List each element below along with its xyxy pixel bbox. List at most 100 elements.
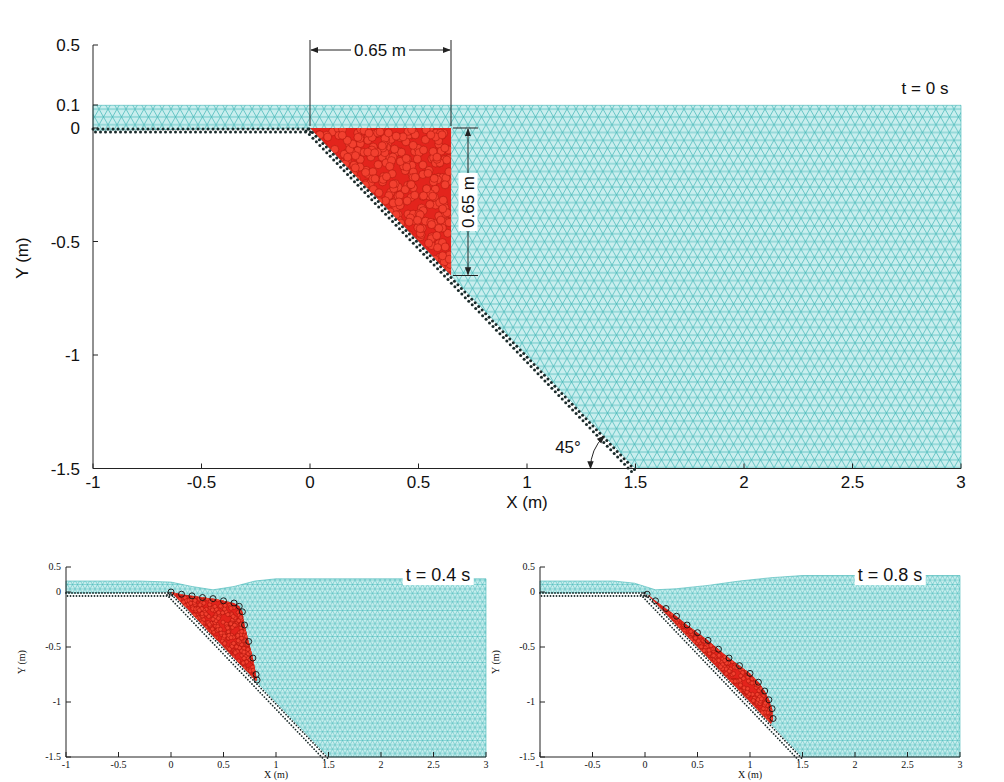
- tick-label-box: 1: [274, 760, 279, 770]
- tick-label-box: 2: [739, 474, 748, 491]
- axes: [66, 567, 486, 757]
- tick-label: 3: [958, 760, 963, 770]
- tick-label-box: 0.5: [56, 37, 80, 54]
- axis-title: X (m): [738, 770, 762, 780]
- tick-label: -1.5: [519, 752, 535, 762]
- dimension-label-box: 0.65 m: [459, 173, 478, 231]
- panel-title-box: t = 0.4 s: [403, 565, 474, 585]
- tick-label-box: -0.5: [519, 642, 535, 652]
- tick-label-box: 0.5: [407, 474, 431, 491]
- axis-title-box: Y (m): [17, 650, 27, 674]
- sliding-mass: [645, 592, 775, 726]
- tick-label-box: 2.5: [841, 474, 865, 491]
- tick-label: 0: [56, 587, 61, 597]
- water-mesh: [93, 105, 961, 468]
- tick-label: -0.5: [45, 642, 61, 652]
- tick-label-box: 0.5: [217, 760, 230, 770]
- tick-label: 0.5: [407, 474, 431, 491]
- tick-label-box: -0.5: [111, 760, 127, 770]
- tick-label-box: 0: [530, 587, 535, 597]
- tick-label: 3: [956, 474, 965, 491]
- tick-label-box: 0: [56, 587, 61, 597]
- tick-label: 1: [274, 760, 279, 770]
- water-mesh: [66, 579, 486, 757]
- tick-label: 0: [305, 474, 314, 491]
- axis-title: X (m): [264, 770, 288, 780]
- tick-label-box: 3: [958, 760, 963, 770]
- panel-title: t = 0 s: [899, 79, 952, 98]
- tick-label: -1: [527, 697, 535, 707]
- tick-label-box: 2: [853, 760, 858, 770]
- boundary-particles: [539, 592, 802, 761]
- boundary-particles: [65, 592, 328, 761]
- tick-label: 0.5: [217, 760, 230, 770]
- axis-title-box: Y (m): [491, 650, 501, 674]
- tick-label-box: -1: [65, 347, 80, 364]
- tick-label-box: -1: [62, 760, 70, 770]
- tick-label: -0.5: [585, 760, 601, 770]
- tick-label: 2.5: [427, 760, 440, 770]
- tick-label-box: 0: [169, 760, 174, 770]
- tick-label-box: 1: [748, 760, 753, 770]
- tick-label-box: 0.5: [49, 562, 62, 572]
- tick-label-box: -1: [536, 760, 544, 770]
- tick-label-box: 0: [71, 120, 80, 137]
- plot-panel: [92, 45, 962, 473]
- tick-label: 0: [169, 760, 174, 770]
- axis-title: Y (m): [17, 650, 27, 674]
- tick-label-box: 1.5: [796, 760, 809, 770]
- tick-label-box: -0.5: [45, 642, 61, 652]
- panel-title-box: t = 0 s: [899, 79, 952, 98]
- tick-label-box: -1: [53, 697, 61, 707]
- tick-label: 2: [379, 760, 384, 770]
- dimension-label-box: 0.65 m: [351, 41, 409, 60]
- tick-label-box: 3: [484, 760, 489, 770]
- plot-panel: [539, 567, 960, 761]
- tick-label-box: 0.5: [691, 760, 704, 770]
- tick-label: -0.5: [187, 474, 216, 491]
- sliding-mass: [169, 590, 259, 683]
- axis-title-box: X (m): [738, 770, 762, 780]
- sliding-mass: [306, 124, 454, 279]
- tick-label: -1: [85, 474, 100, 491]
- tick-label: 0.1: [56, 97, 80, 114]
- tick-label: 0: [71, 120, 80, 137]
- dimension-lines: [310, 40, 604, 469]
- tick-label: 1.5: [322, 760, 335, 770]
- axis-title-box: X (m): [264, 770, 288, 780]
- tick-label: 0.5: [691, 760, 704, 770]
- tick-label: 0.5: [49, 562, 62, 572]
- tick-label-box: -1.5: [45, 752, 61, 762]
- angle-label-box: 45°: [552, 438, 584, 457]
- panel-title: t = 0.8 s: [855, 565, 926, 585]
- tick-label: 3: [484, 760, 489, 770]
- axis-title: X (m): [506, 494, 548, 511]
- tick-label: -1: [536, 760, 544, 770]
- tick-label-box: 0: [643, 760, 648, 770]
- axis-title-box: Y (m): [14, 237, 31, 278]
- axes: [93, 45, 961, 469]
- tick-label: 0: [643, 760, 648, 770]
- tick-label-box: -1: [85, 474, 100, 491]
- tick-label: -0.5: [111, 760, 127, 770]
- boundary-particles: [92, 128, 637, 474]
- tick-label: 1.5: [624, 474, 648, 491]
- axis-title: Y (m): [14, 237, 31, 278]
- tick-label: -1.5: [51, 460, 80, 477]
- tick-label: 0.5: [523, 562, 536, 572]
- tick-label: 2.5: [901, 760, 914, 770]
- outline-markers: [168, 589, 260, 683]
- tick-label-box: -0.5: [51, 233, 80, 250]
- dimension-label: 0.65 m: [459, 173, 478, 231]
- tick-label-box: 0.5: [523, 562, 536, 572]
- tick-label-box: -0.5: [187, 474, 216, 491]
- tick-label: 2: [853, 760, 858, 770]
- tick-label-box: 2: [379, 760, 384, 770]
- tick-label-box: -1: [527, 697, 535, 707]
- tick-label: 0.5: [56, 37, 80, 54]
- tick-label: -1.5: [45, 752, 61, 762]
- water-mesh: [540, 576, 960, 758]
- angle-label: 45°: [552, 438, 584, 457]
- tick-label-box: 3: [956, 474, 965, 491]
